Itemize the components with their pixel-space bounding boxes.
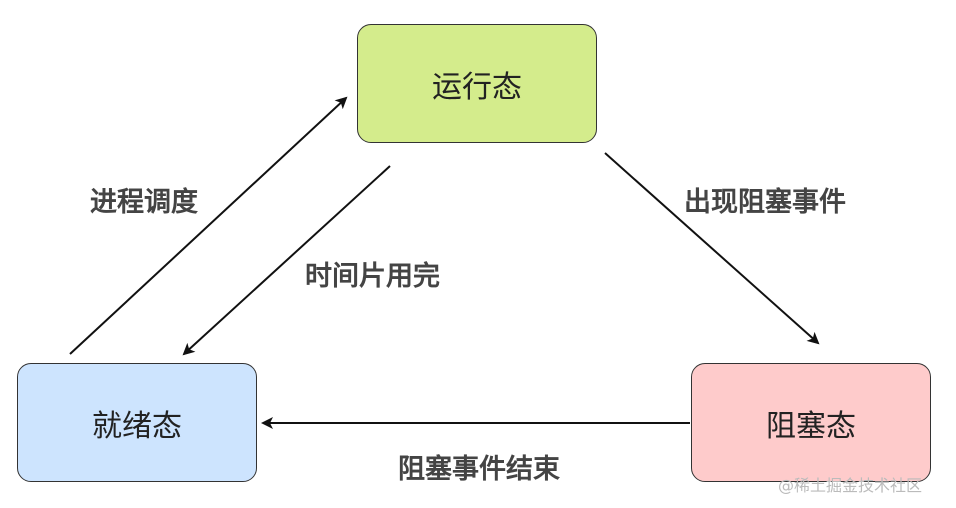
- edge-label-time-slice-done: 时间片用完: [305, 261, 440, 292]
- state-node-running: 运行态: [357, 24, 597, 143]
- watermark: @稀土掘金技术社区: [778, 476, 923, 495]
- arrow-ready-to-running: [69, 96, 348, 355]
- state-node-ready: 就绪态: [17, 363, 257, 482]
- arrow-running-to-blocked: [604, 152, 820, 345]
- arrow-running-to-ready: [182, 165, 391, 356]
- edge-label-schedule: 进程调度: [90, 187, 198, 218]
- edge-label-block-event-end: 阻塞事件结束: [398, 454, 560, 485]
- edge-label-block-event: 出现阻塞事件: [684, 187, 846, 218]
- state-node-ready-label: 就绪态: [92, 408, 182, 444]
- state-node-blocked: 阻塞态: [691, 363, 931, 482]
- state-node-blocked-label: 阻塞态: [766, 408, 856, 444]
- state-node-running-label: 运行态: [432, 69, 522, 105]
